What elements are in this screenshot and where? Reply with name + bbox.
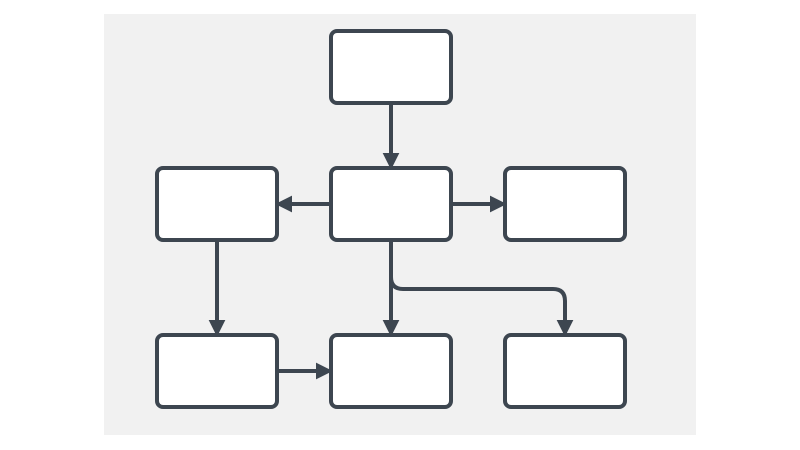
node-center	[329, 166, 453, 242]
node-bottom-right	[503, 333, 627, 409]
node-middle-left	[155, 166, 279, 242]
node-box	[155, 166, 279, 242]
edges	[208, 103, 574, 380]
node-box	[503, 166, 627, 242]
node-middle-right	[503, 166, 627, 242]
node-bottom-center	[329, 333, 453, 409]
node-box	[329, 333, 453, 409]
node-box	[155, 333, 279, 409]
node-top	[329, 29, 453, 105]
nodes	[155, 29, 627, 409]
node-box	[503, 333, 627, 409]
node-bottom-left	[155, 333, 279, 409]
connector-center-to-bottom-right	[389, 240, 574, 337]
node-box	[329, 166, 453, 242]
node-box	[329, 29, 453, 105]
